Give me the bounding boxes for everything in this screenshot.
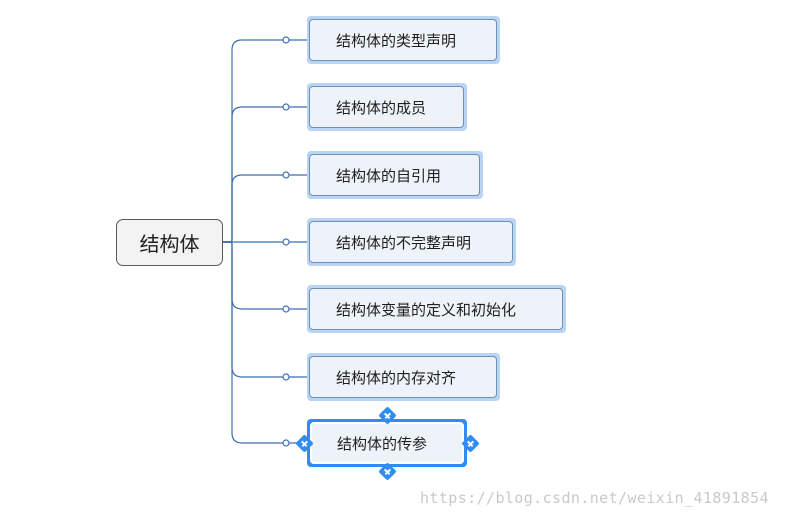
collapse-toggle-icon[interactable]: [282, 305, 290, 313]
collapse-toggle-icon[interactable]: [282, 373, 290, 381]
branch-topic-self-reference[interactable]: 结构体的自引用: [307, 151, 483, 199]
collapse-toggle-icon[interactable]: [282, 103, 290, 111]
collapse-toggle-icon[interactable]: [282, 36, 290, 44]
root-topic-label: 结构体: [139, 232, 200, 256]
connector-line: [223, 39, 307, 243]
branch-topic-label: 结构体的内存对齐: [336, 368, 457, 387]
branch-topic-label: 结构体的传参: [337, 434, 428, 453]
collapse-toggle-icon[interactable]: [282, 238, 290, 246]
branch-topic-box: 结构体的内存对齐: [309, 356, 497, 398]
branch-topic-box: 结构体的不完整声明: [309, 221, 513, 263]
branch-topic-members[interactable]: 结构体的成员: [307, 83, 467, 131]
branch-topic-label: 结构体的类型声明: [336, 31, 457, 50]
branch-topic-incomplete-declaration[interactable]: 结构体的不完整声明: [307, 218, 516, 266]
branch-topic-label: 结构体的自引用: [336, 166, 442, 185]
collapse-toggle-icon[interactable]: [282, 171, 290, 179]
root-topic[interactable]: 结构体: [116, 219, 223, 266]
branch-topic-box: 结构体的类型声明: [309, 19, 497, 61]
branch-topic-box: 结构体的自引用: [309, 154, 480, 196]
branch-topic-box: 结构体的传参: [310, 422, 464, 464]
connector-line: [223, 174, 307, 243]
watermark: https://blog.csdn.net/weixin_41891854: [420, 489, 769, 507]
branch-topic-box: 结构体变量的定义和初始化: [309, 288, 563, 330]
branch-topic-definition-initialization[interactable]: 结构体变量的定义和初始化: [307, 285, 566, 333]
connector-line: [223, 241, 307, 310]
branch-topic-box: 结构体的成员: [309, 86, 464, 128]
branch-topic-type-declaration[interactable]: 结构体的类型声明: [307, 16, 500, 64]
connector-line: [223, 241, 307, 444]
branch-topic-parameter-passing[interactable]: 结构体的传参: [307, 419, 467, 467]
branch-topic-label: 结构体的不完整声明: [336, 233, 472, 252]
branch-topic-label: 结构体变量的定义和初始化: [336, 300, 517, 319]
collapse-toggle-icon[interactable]: [282, 439, 290, 447]
branch-topic-label: 结构体的成员: [336, 98, 427, 117]
branch-topic-memory-alignment[interactable]: 结构体的内存对齐: [307, 353, 500, 401]
